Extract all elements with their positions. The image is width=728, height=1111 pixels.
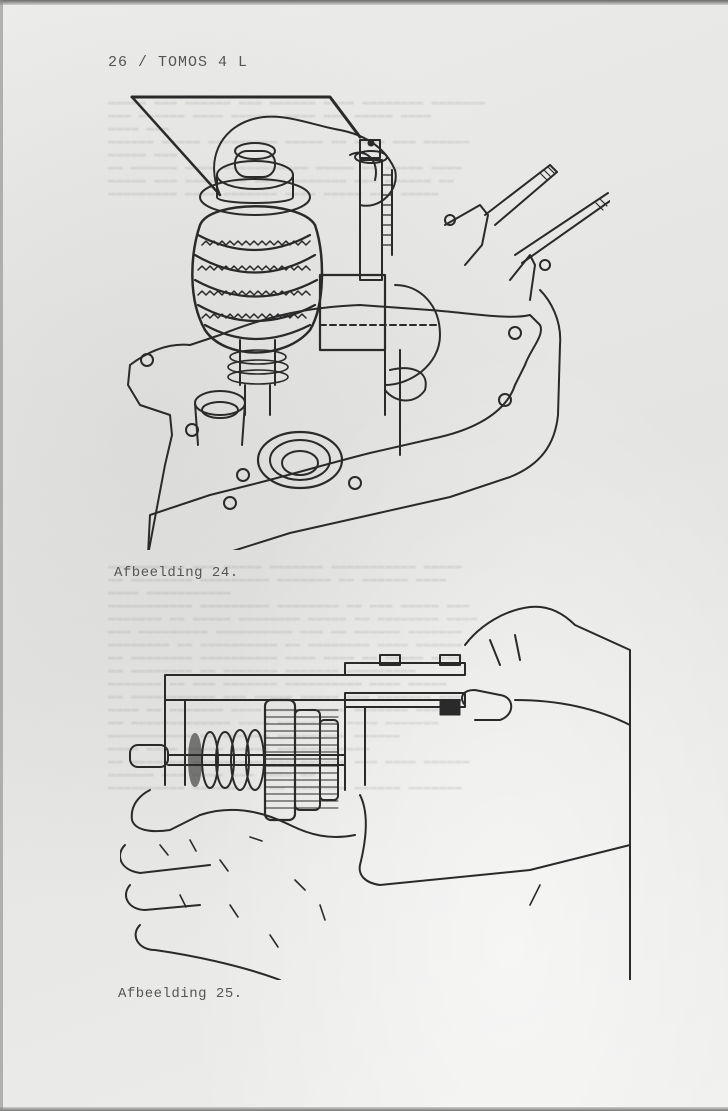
scan-edge-top [0, 0, 728, 5]
scan-edge-bottom [0, 1107, 728, 1111]
figure-24-caption: Afbeelding 24. [114, 565, 239, 581]
figure-25-caption: Afbeelding 25. [118, 986, 243, 1002]
page-header: 26 / TOMOS 4 L [108, 54, 249, 71]
figure-24-illustration [110, 85, 610, 550]
scan-edge-left [0, 0, 3, 1111]
figure-25-caption-text: Afbeelding 25. [118, 986, 243, 1002]
figure-24-caption-text: Afbeelding 24. [114, 565, 239, 581]
figure-25-illustration [120, 605, 645, 980]
